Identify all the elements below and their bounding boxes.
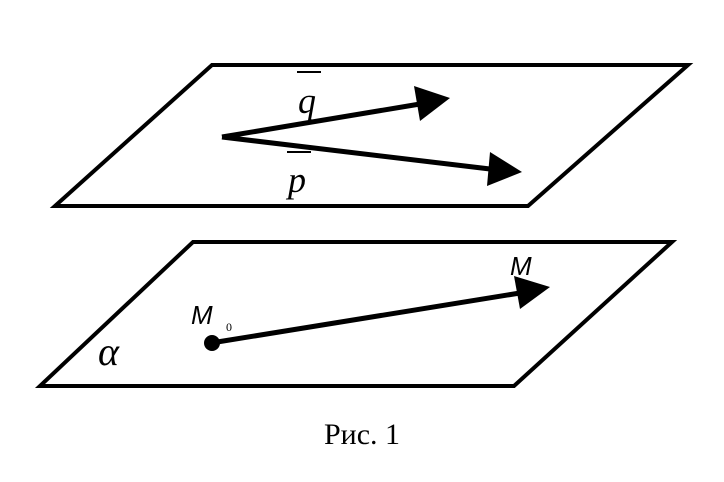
upper-plane: [49, 63, 694, 208]
vector-m0m-line: [210, 290, 521, 346]
point-m0-dot: [204, 335, 220, 351]
vector-p-label: p: [285, 160, 306, 200]
figure-caption: Рис. 1: [324, 418, 400, 451]
plane-alpha-label: α: [98, 329, 120, 374]
vector-p-arrowhead: [487, 152, 522, 186]
vector-m0m-arrowhead: [514, 276, 550, 309]
vector-q-arrowhead: [414, 86, 450, 121]
point-m0-subscript: 0: [226, 320, 232, 334]
vector-q-line: [221, 101, 421, 140]
plane-alpha: [34, 240, 678, 388]
point-m-label: M: [510, 251, 532, 281]
vector-p-line: [221, 134, 491, 172]
vector-q-label: q: [298, 81, 316, 121]
point-m0-label: M: [191, 300, 213, 330]
